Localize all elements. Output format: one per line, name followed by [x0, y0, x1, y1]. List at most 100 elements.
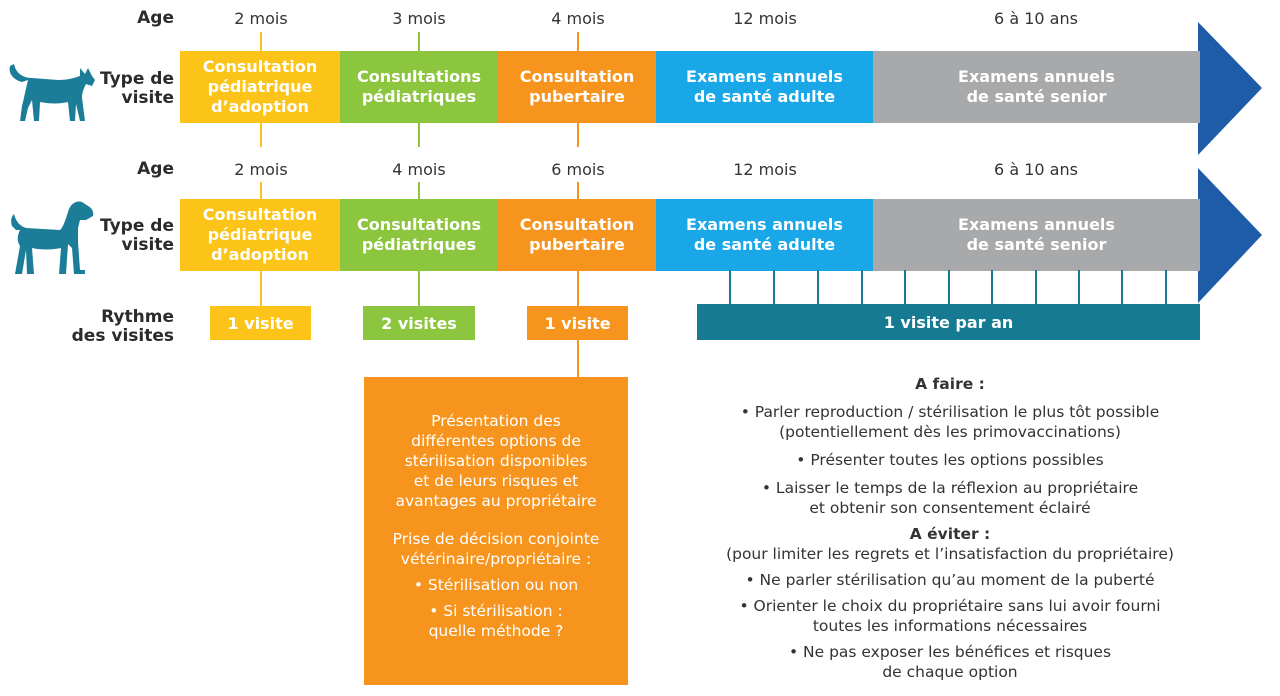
- dog-seg3-line2: pubertaire: [529, 235, 625, 254]
- cat-seg2-line2: pédiatriques: [361, 87, 477, 106]
- dog-seg2-line2: pédiatriques: [361, 235, 477, 254]
- cat-seg2-line1: Consultations: [356, 67, 481, 86]
- cat-down-connector-1: [260, 123, 262, 147]
- todo-item-2: • Présenter toutes les options possibles: [796, 451, 1104, 469]
- cat-arrow-head-icon: [1198, 22, 1262, 155]
- rhythm-box-yearly: 1 visite par an: [697, 304, 1200, 340]
- rhythm-box-puberty: 1 visite: [527, 306, 628, 340]
- cat-seg1-line3: d’adoption: [211, 97, 309, 116]
- avoid-title: A éviter :: [909, 525, 991, 543]
- cat-seg1-line1: Consultation: [202, 57, 318, 76]
- cat-type-label: Type de visite: [100, 70, 174, 108]
- cat-age-connector-1: [260, 32, 262, 52]
- dog-type-label-line2: visite: [121, 235, 174, 255]
- dog-seg1-line2: pédiatrique: [207, 225, 313, 244]
- dog-seg2-line1: Consultations: [356, 215, 481, 234]
- info-bullet2-line1: • Si stérilisation :: [429, 602, 563, 620]
- avoid-item-3-line2: de chaque option: [882, 663, 1018, 681]
- dog-age-4: 12 mois: [733, 160, 797, 179]
- cat-type-label-line2: visite: [121, 88, 174, 108]
- todo-item-3-line1: • Laisser le temps de la réflexion au pr…: [761, 479, 1139, 497]
- dog-seg1-line3: d’adoption: [211, 245, 309, 264]
- rhythm-label: Rythme des visites: [72, 308, 174, 346]
- dog-down-connector-1: [260, 271, 262, 306]
- dog-age-5: 6 à 10 ans: [994, 160, 1078, 179]
- cat-age-connector-2: [418, 32, 420, 52]
- info-p1-line2: différentes options de: [411, 432, 581, 450]
- cat-seg3-line2: pubertaire: [529, 87, 625, 106]
- info-p1-line5: avantages au propriétaire: [395, 492, 597, 510]
- cat-seg4-line2: de santé adulte: [693, 87, 836, 106]
- year-tick: [773, 270, 775, 304]
- year-tick: [1165, 270, 1167, 304]
- dog-age-connector-2: [418, 182, 420, 199]
- rhythm-label-line1: Rythme: [101, 307, 174, 327]
- info-p1-line1: Présentation des: [431, 412, 561, 430]
- dog-seg4-line1: Examens annuels: [686, 215, 843, 234]
- dog-seg4-line2: de santé adulte: [693, 235, 836, 254]
- dog-type-label: Type de visite: [100, 217, 174, 255]
- cat-age-2: 3 mois: [392, 9, 446, 28]
- rhythm-box-pediatric: 2 visites: [363, 306, 475, 340]
- cat-age-label: Age: [137, 8, 174, 28]
- year-tick: [948, 270, 950, 304]
- avoid-item-3-line1: • Ne pas exposer les bénéfices et risque…: [788, 643, 1112, 661]
- rhythm-label-line2: des visites: [71, 326, 174, 346]
- cat-down-connector-3: [577, 123, 579, 147]
- avoid-item-2-line1: • Orienter le choix du propriétaire sans…: [739, 597, 1161, 615]
- cat-age-1: 2 mois: [234, 9, 288, 28]
- dog-seg5-line1: Examens annuels: [958, 215, 1115, 234]
- cat-age-5: 6 à 10 ans: [994, 9, 1078, 28]
- info-bullet2-line2: quelle méthode ?: [428, 622, 564, 640]
- year-tick: [1078, 270, 1080, 304]
- year-tick: [991, 270, 993, 304]
- dog-down-connector-3: [577, 271, 579, 306]
- cat-seg1-line2: pédiatrique: [207, 77, 313, 96]
- avoid-subtitle: (pour limiter les regrets et l’insatisfa…: [726, 545, 1174, 563]
- dog-seg5-line2: de santé senior: [966, 235, 1107, 254]
- year-tick: [1121, 270, 1123, 304]
- cat-down-connector-2: [418, 123, 420, 147]
- rhythm-box-adoption: 1 visite: [210, 306, 311, 340]
- todo-item-1-line2: (potentiellement dès les primovaccinatio…: [779, 423, 1121, 441]
- dog-age-label: Age: [137, 159, 174, 179]
- dog-seg3-line1: Consultation: [519, 215, 635, 234]
- info-p2-line1: Prise de décision conjointe: [392, 530, 600, 548]
- year-tick: [817, 270, 819, 304]
- info-p2-line2: vétérinaire/propriétaire :: [400, 550, 592, 568]
- info-bullet1: • Stérilisation ou non: [413, 576, 579, 594]
- todo-item-3-line2: et obtenir son consentement éclairé: [809, 499, 1091, 517]
- avoid-item-1: • Ne parler stérilisation qu’au moment d…: [745, 571, 1155, 589]
- info-p1-line4: et de leurs risques et: [413, 472, 579, 490]
- dog-down-connector-2: [418, 271, 420, 306]
- dog-type-label-line1: Type de: [100, 216, 174, 236]
- orange-box-connector: [577, 340, 579, 377]
- dog-age-3: 6 mois: [551, 160, 605, 179]
- todo-item-1-line1: • Parler reproduction / stérilisation le…: [740, 403, 1160, 421]
- cat-type-label-line1: Type de: [100, 69, 174, 89]
- sterilization-info-box: Présentation des différentes options de …: [364, 377, 628, 685]
- dog-age-1: 2 mois: [234, 160, 288, 179]
- avoid-item-2-line2: toutes les informations nécessaires: [812, 617, 1088, 635]
- dog-age-2: 4 mois: [392, 160, 446, 179]
- cat-seg3-line1: Consultation: [519, 67, 635, 86]
- cat-seg5-line1: Examens annuels: [958, 67, 1115, 86]
- dog-age-connector-1: [260, 182, 262, 199]
- year-tick: [729, 270, 731, 304]
- todo-title: A faire :: [915, 375, 985, 393]
- cat-age-3: 4 mois: [551, 9, 605, 28]
- year-tick: [861, 270, 863, 304]
- recommendations: A faire : • Parler reproduction / stéril…: [660, 374, 1240, 682]
- dog-seg1-line1: Consultation: [202, 205, 318, 224]
- year-tick: [904, 270, 906, 304]
